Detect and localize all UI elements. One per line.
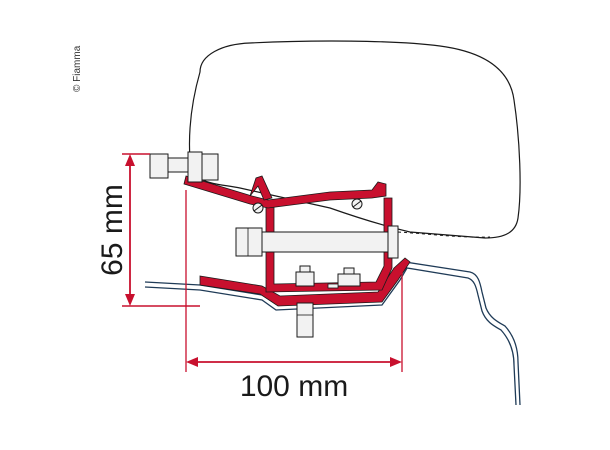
height-dimension-label: 65 mm (96, 184, 129, 276)
roof-mounting-plate (199, 257, 411, 307)
copyright-notice: © Fiamma (72, 45, 83, 92)
adjust-screw-head (149, 153, 169, 179)
bracket-screw-right-slot (352, 200, 362, 208)
bottom-bolt (296, 302, 314, 338)
through-bolt-shaft (259, 231, 393, 253)
adjust-screw-nut-2 (201, 153, 219, 181)
vehicle-roof-profile-inner (144, 267, 517, 406)
through-bolt-head (235, 227, 263, 257)
adapter-u-bracket (265, 197, 393, 293)
adapter-top-arm (183, 175, 387, 209)
width-dimension-label: 100 mm (240, 370, 348, 403)
base-washer (327, 283, 339, 289)
base-nut-left-top (299, 265, 311, 273)
vehicle-roof-profile (144, 261, 521, 406)
adapter-arm-hook (249, 175, 273, 201)
base-nut-right-top (343, 267, 355, 275)
base-nut-right (337, 273, 361, 287)
height-dimension (122, 153, 200, 307)
width-dimension (185, 190, 403, 372)
through-bolt-nut (387, 225, 399, 259)
base-nut-left (295, 271, 315, 287)
bracket-screw-left-slot (253, 204, 263, 212)
adjust-screw-nut (187, 151, 203, 183)
